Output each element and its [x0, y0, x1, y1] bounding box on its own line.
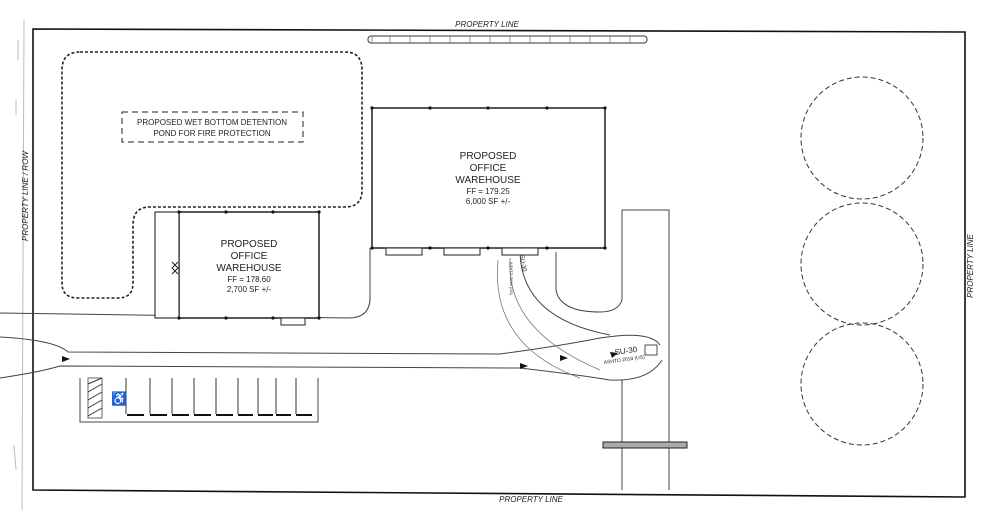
south-drive	[621, 209, 670, 490]
building-small	[178, 211, 320, 319]
property-line-right: PROPERTY LINE	[966, 233, 975, 297]
loading-pad-3	[501, 247, 539, 256]
parking-edge	[79, 378, 319, 423]
door-swing-icon	[171, 261, 179, 275]
turning-template-standard: ASHTO 2018 (US)	[603, 354, 645, 366]
building-large-line1: PROPOSED	[460, 151, 517, 162]
turning-end-marker	[644, 344, 658, 356]
building-small-ff: FF = 178.60	[227, 275, 271, 284]
drive-curve-inner	[555, 210, 623, 313]
building-large-ff: FF = 179.25	[466, 187, 510, 196]
turning-template-standard-2: ASHTO 2018 (US)	[509, 262, 514, 296]
parking-stalls	[87, 377, 297, 419]
building-large-columns	[370, 106, 607, 250]
turning-template-vehicle: SU-30	[614, 345, 638, 357]
landscape-screen	[367, 35, 648, 44]
dashed-circle-2	[800, 202, 924, 326]
building-small-columns	[177, 210, 321, 320]
pavement-edge-upper	[0, 248, 371, 319]
property-boundary	[32, 28, 966, 498]
building-large	[371, 107, 606, 249]
traffic-arrows	[62, 352, 618, 369]
pond-label-box	[121, 111, 304, 143]
property-line-top: PROPERTY LINE	[455, 20, 519, 29]
right-of-way-ticks	[13, 19, 25, 511]
turning-template-vehicle-2: SU-30	[518, 254, 527, 272]
drive-curve-track-2	[496, 259, 581, 379]
building-large-line2: OFFICE	[470, 163, 507, 174]
building-small-line1: PROPOSED	[221, 239, 278, 250]
loading-pad-1	[385, 247, 423, 256]
pond-label-line2: POND FOR FIRE PROTECTION	[153, 129, 271, 138]
property-line-left: PROPERTY LINE / ROW	[21, 150, 30, 241]
loading-pad-2	[443, 247, 481, 256]
building-small-line2: OFFICE	[231, 251, 268, 262]
pond-label-line1: PROPOSED WET BOTTOM DETENTION	[137, 118, 287, 127]
drive-curve-track	[509, 257, 601, 371]
gate	[602, 441, 688, 449]
drive-aisle-lower	[0, 359, 663, 381]
property-line-bottom: PROPERTY LINE	[499, 495, 563, 504]
future-circles	[800, 76, 924, 446]
building-small-pad	[280, 317, 306, 326]
detention-pond-outline	[61, 51, 363, 299]
dashed-circle-1	[800, 76, 924, 200]
accessible-parking-icon: ♿	[111, 391, 127, 406]
building-small-area: 2,700 SF +/-	[227, 285, 272, 294]
building-large-area: 6,000 SF +/-	[466, 197, 511, 206]
drive-aisle-upper	[0, 334, 661, 355]
drive-curve-outer	[519, 249, 611, 336]
building-large-line3: WAREHOUSE	[455, 175, 521, 186]
dashed-circle-3	[800, 322, 924, 446]
building-small-line3: WAREHOUSE	[216, 263, 282, 274]
